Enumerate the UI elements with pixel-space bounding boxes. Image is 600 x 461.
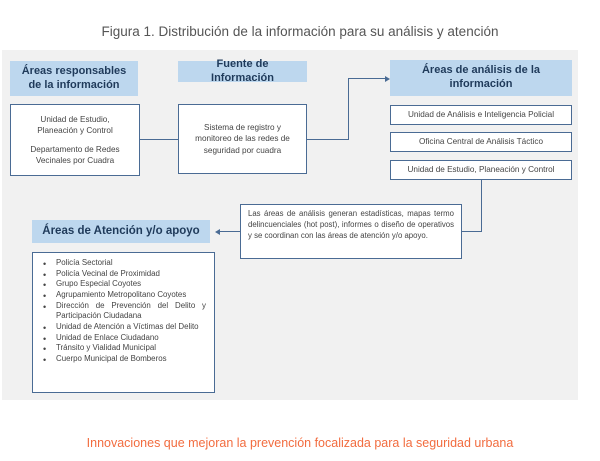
list-item: Grupo Especial Coyotes <box>41 279 206 291</box>
responsible-area-item: Unidad de Estudio, Planeación y Control <box>37 114 113 135</box>
information-source-header: Fuente de Información <box>178 58 307 84</box>
list-item: Agrupamiento Metropolitano Coyotes <box>41 290 206 302</box>
list-item: Tránsito y Vialidad Municipal <box>41 343 206 355</box>
analysis-area-label: Unidad de Análisis e Inteligencia Polici… <box>407 110 555 120</box>
list-item: Unidad de Atención a Víctimas del Delito <box>41 322 206 334</box>
list-item: Policía Vecinal de Proximidad <box>41 269 206 281</box>
arrow-right-icon <box>385 75 390 82</box>
analysis-note-box: Las áreas de análisis generan estadístic… <box>240 204 462 259</box>
connector-line <box>140 139 178 141</box>
connector-line <box>348 78 386 80</box>
footer-caption: Innovaciones que mejoran la prevención f… <box>86 436 514 450</box>
connector-line <box>348 78 350 140</box>
responsible-areas-header: Áreas responsables de la información <box>10 61 138 96</box>
support-areas-list: Policía Sectorial Policía Vecinal de Pro… <box>32 252 215 393</box>
arrow-left-icon <box>215 228 220 235</box>
connector-line <box>481 180 483 232</box>
list-item: Dirección de Prevención del Delito y Par… <box>41 301 206 322</box>
list-item: Cuerpo Municipal de Bomberos <box>41 354 206 366</box>
analysis-area-label: Oficina Central de Análisis Táctico <box>418 137 544 147</box>
information-source-box: Sistema de registro y monitoreo de las r… <box>178 104 307 174</box>
list-item: Unidad de Enlace Ciudadano <box>41 333 206 345</box>
information-source-text: Sistema de registro y monitoreo de las r… <box>195 123 290 155</box>
analysis-area-item: Oficina Central de Análisis Táctico <box>390 132 572 152</box>
responsible-area-item: Departamento de Redes Vecinales por Cuad… <box>30 145 120 166</box>
analysis-areas-header: Áreas de análisis de la información <box>390 60 572 96</box>
connector-line <box>220 231 240 233</box>
analysis-area-item: Unidad de Estudio, Planeación y Control <box>390 160 572 180</box>
connector-line <box>307 139 348 141</box>
analysis-area-label: Unidad de Estudio, Planeación y Control <box>407 165 555 175</box>
responsible-areas-box: Unidad de Estudio, Planeación y Control … <box>10 104 140 176</box>
support-areas-header: Áreas de Atención y/o apoyo <box>32 220 210 243</box>
analysis-area-item: Unidad de Análisis e Inteligencia Polici… <box>390 105 572 125</box>
connector-line <box>462 231 482 233</box>
list-item: Policía Sectorial <box>41 258 206 270</box>
figure-title: Figura 1. Distribución de la información… <box>101 24 499 39</box>
